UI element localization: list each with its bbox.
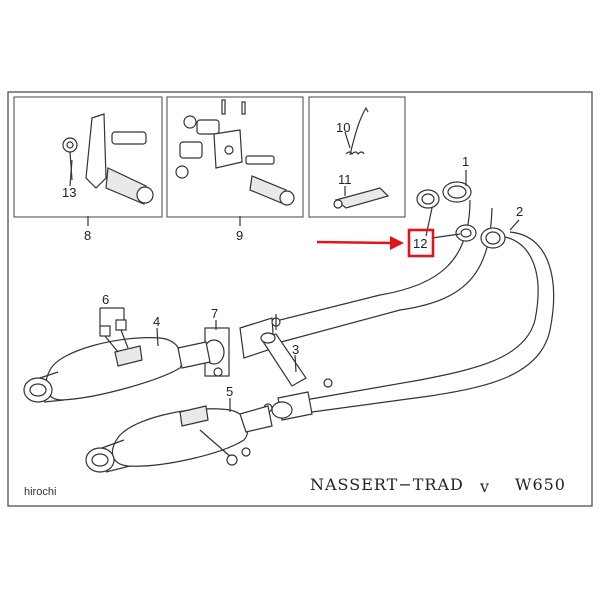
callout-7: 7 bbox=[211, 306, 218, 321]
connector-clamp-7 bbox=[203, 314, 281, 377]
callout-5: 5 bbox=[226, 384, 233, 399]
lower-connector bbox=[263, 391, 313, 421]
callout-9: 9 bbox=[236, 228, 243, 243]
callout-8: 8 bbox=[84, 228, 91, 243]
inset-box-10-11 bbox=[308, 96, 406, 218]
exhaust-pipe-2 bbox=[304, 227, 555, 413]
watermark-text: hirochi bbox=[24, 486, 56, 498]
callout-6: 6 bbox=[102, 292, 109, 307]
callout-11: 11 bbox=[338, 172, 352, 187]
inset-8-bracket-parts bbox=[62, 113, 154, 205]
callout-1: 1 bbox=[462, 154, 469, 169]
highlight-arrow bbox=[316, 236, 404, 250]
callout-2: 2 bbox=[516, 204, 523, 219]
callout-3: 3 bbox=[292, 342, 299, 357]
inset-box-9 bbox=[166, 96, 304, 218]
muffler-5 bbox=[85, 405, 273, 473]
gasket-parts-12 bbox=[416, 189, 477, 242]
diagram-frame bbox=[7, 91, 593, 507]
diagram-title: NASSERT−TRAD bbox=[310, 475, 464, 494]
inset-9-mount-parts bbox=[175, 99, 295, 206]
diagram-model: W650 bbox=[515, 475, 566, 494]
highlight-box-12 bbox=[407, 228, 435, 258]
bolt-set-6 bbox=[99, 319, 129, 353]
callout-13: 13 bbox=[62, 185, 76, 200]
joint-part-3 bbox=[260, 332, 333, 388]
diagram-variant: v bbox=[479, 477, 490, 496]
callout-12: 12 bbox=[413, 236, 427, 251]
inset-10-11-parts bbox=[333, 106, 390, 209]
callout-4: 4 bbox=[153, 314, 160, 329]
leader-lines bbox=[69, 131, 520, 412]
callout-10: 10 bbox=[336, 120, 350, 135]
muffler-4 bbox=[23, 337, 211, 403]
